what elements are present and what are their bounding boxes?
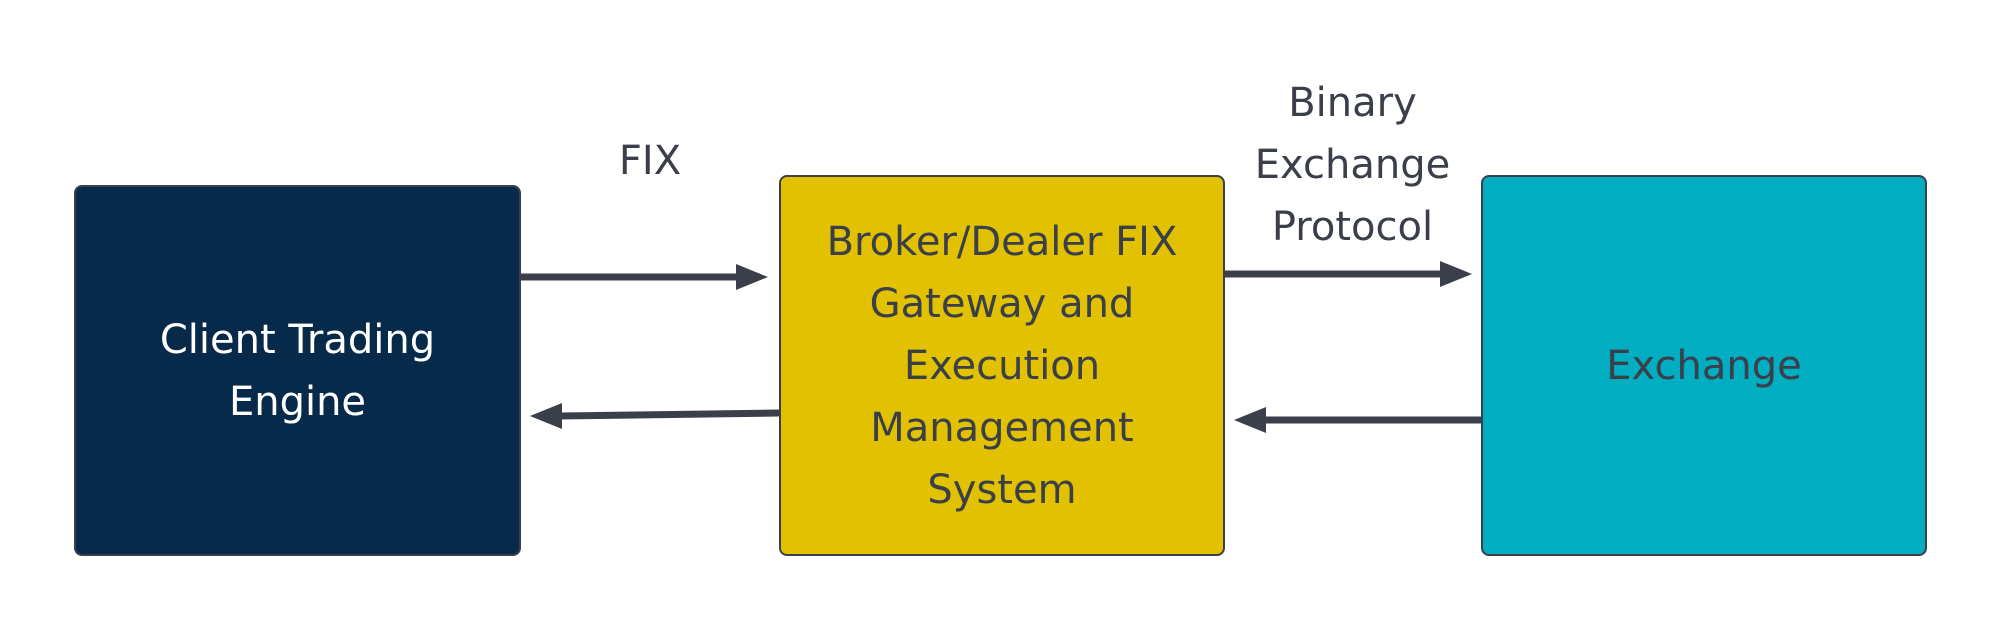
binary-exchange-protocol-label: Binary Exchange Protocol bbox=[1254, 80, 1451, 250]
broker-dealer-gateway-label: Broker/Dealer FIX Gateway and Execution … bbox=[826, 218, 1178, 513]
arrow-broker-to-client bbox=[530, 403, 780, 429]
exchange-node: Exchange bbox=[1481, 175, 1927, 556]
broker-dealer-gateway-node: Broker/Dealer FIX Gateway and Execution … bbox=[779, 175, 1225, 556]
arrow-client-to-broker bbox=[521, 264, 768, 290]
arrow-broker-to-exchange bbox=[1225, 261, 1472, 287]
client-trading-engine-label: Client Trading Engine bbox=[159, 316, 436, 425]
arrow-exchange-to-broker bbox=[1234, 407, 1481, 433]
exchange-label: Exchange bbox=[1606, 342, 1802, 389]
fix-protocol-label: FIX bbox=[618, 138, 682, 184]
client-trading-engine-node: Client Trading Engine bbox=[74, 185, 521, 556]
